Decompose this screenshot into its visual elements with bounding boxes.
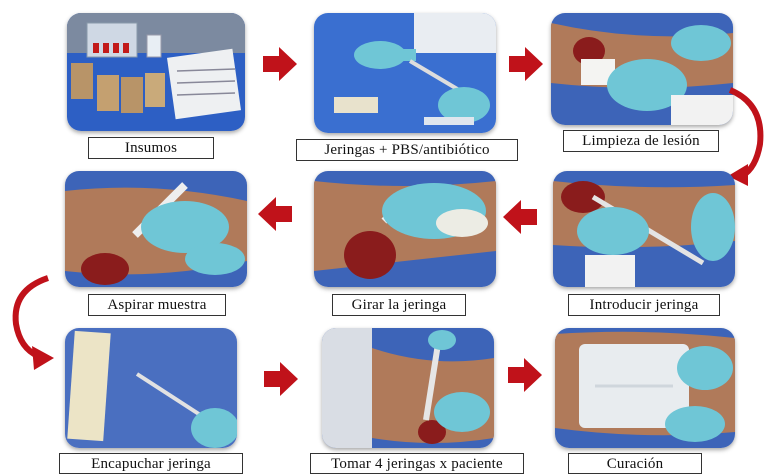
left-arrow-icon <box>258 197 292 231</box>
cleaning-photo <box>551 13 733 125</box>
right-arrow-icon <box>508 358 542 392</box>
right-arrow-icon <box>264 362 298 396</box>
rotate-photo <box>314 171 496 287</box>
step-label: Limpieza de lesión <box>563 130 719 152</box>
aspirate-photo <box>65 171 247 287</box>
supplies-photo <box>67 13 245 131</box>
step-label: Encapuchar jeringa <box>59 453 243 474</box>
right-arrow-icon <box>263 47 297 81</box>
step-label: Insumos <box>88 137 214 159</box>
curved-arrow-icon <box>724 84 767 188</box>
insert-photo <box>553 171 735 287</box>
syringes-photo <box>314 13 496 133</box>
dressing-photo <box>555 328 735 448</box>
cap-photo <box>65 328 237 448</box>
curved-arrow-icon <box>8 272 58 370</box>
take-samples-photo <box>322 328 494 448</box>
step-label: Aspirar muestra <box>88 294 226 316</box>
step-label: Tomar 4 jeringas x paciente <box>310 453 524 474</box>
step-label: Jeringas + PBS/antibiótico <box>296 139 518 161</box>
right-arrow-icon <box>509 47 543 81</box>
left-arrow-icon <box>503 200 537 234</box>
step-label: Introducir jeringa <box>568 294 720 316</box>
step-label: Curación <box>568 453 702 474</box>
step-label: Girar la jeringa <box>332 294 466 316</box>
